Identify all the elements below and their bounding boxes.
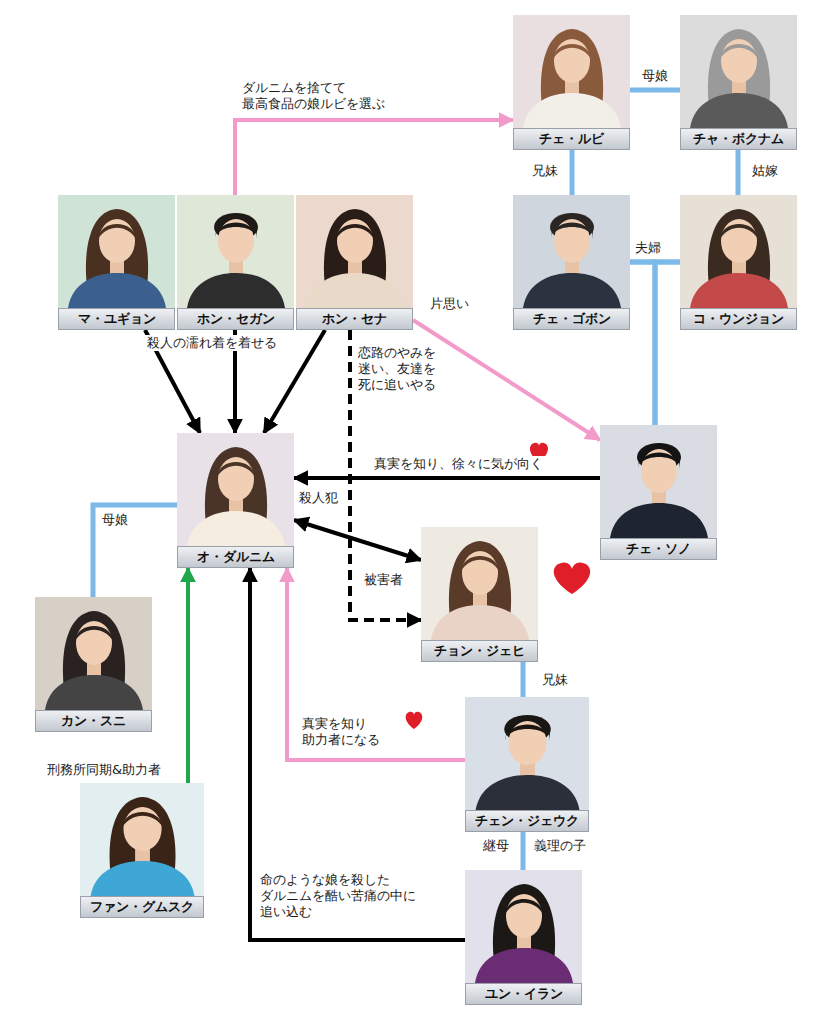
name-label: ホン・セナ xyxy=(296,308,413,330)
portrait-photo xyxy=(465,697,589,810)
person-card: チェ・ゴボン xyxy=(513,195,630,330)
role-label: 継母 xyxy=(481,838,511,854)
portrait-photo xyxy=(35,597,152,710)
person-card: コ・ウンジョン xyxy=(680,195,797,330)
name-label: チェ・ソノ xyxy=(600,538,717,560)
name-label: チェ・ゴボン xyxy=(513,308,630,330)
portrait-photo xyxy=(680,195,797,308)
relation-arrow xyxy=(630,262,655,425)
portrait-photo xyxy=(465,870,582,983)
name-label: ホン・セガン xyxy=(177,308,294,330)
relation-arrow xyxy=(93,505,177,597)
person-card: チェ・ルビ xyxy=(513,15,630,150)
role-label: 義理の子 xyxy=(532,838,588,854)
relation-label: 片思い xyxy=(428,296,471,312)
relation-label: 刑務所同期&助力者 xyxy=(45,762,163,778)
relation-arrow xyxy=(630,88,680,93)
name-label: オ・ダルニム xyxy=(177,546,294,568)
heart-symbol xyxy=(554,562,590,594)
role-label: 被害者 xyxy=(362,572,405,588)
name-label: ファン・グムスク xyxy=(80,896,204,918)
name-label: コ・ウンジョン xyxy=(680,308,797,330)
portrait-photo xyxy=(513,15,630,128)
relation-label: 兄妹 xyxy=(540,672,570,688)
name-label: カン・スニ xyxy=(35,710,152,732)
relation-label: 真実を知り 助力者になる xyxy=(300,716,396,748)
portrait-photo xyxy=(58,195,175,308)
person-card: チェン・ジェウク xyxy=(465,697,589,832)
person-card: カン・スニ xyxy=(35,597,152,732)
person-card: ホン・セナ xyxy=(296,195,413,330)
relation-label: ダルニムを捨てて 最高食品の娘ルビを選ぶ xyxy=(240,80,404,112)
relation-arrow xyxy=(570,150,575,195)
relation-arrow xyxy=(294,476,600,480)
name-label: チャ・ボクナム xyxy=(680,128,797,150)
relation-label: 姑嫁 xyxy=(750,163,780,179)
name-label: マ・ユギョン xyxy=(58,308,175,330)
relation-arrow xyxy=(736,150,741,195)
relation-arrow xyxy=(521,832,526,870)
person-card: マ・ユギョン xyxy=(58,195,175,330)
name-label: チェ・ルビ xyxy=(513,128,630,150)
portrait-photo xyxy=(600,425,717,538)
portrait-photo xyxy=(177,433,294,546)
relation-label: 夫婦 xyxy=(633,240,663,256)
relation-label: 兄妹 xyxy=(530,163,560,179)
name-label: ユン・イラン xyxy=(465,983,582,1005)
name-label: チェン・ジェウク xyxy=(465,810,589,832)
portrait-photo xyxy=(80,783,204,896)
relation-arrow xyxy=(655,262,680,425)
role-label: 殺人犯 xyxy=(297,490,340,506)
person-card: ユン・イラン xyxy=(465,870,582,1005)
person-card: チョン・ジェヒ xyxy=(421,527,538,662)
relation-arrow xyxy=(235,120,513,195)
name-label: チョン・ジェヒ xyxy=(421,640,538,662)
relation-arrow xyxy=(521,662,526,697)
relation-arrow xyxy=(294,520,421,560)
person-card: オ・ダルニム xyxy=(177,433,294,568)
portrait-photo xyxy=(421,527,538,640)
portrait-photo xyxy=(296,195,413,308)
person-card: ホン・セガン xyxy=(177,195,294,330)
relation-label: 母娘 xyxy=(640,68,670,84)
person-card: チャ・ボクナム xyxy=(680,15,797,150)
relation-label: 殺人の濡れ着を着せる xyxy=(145,335,279,351)
person-card: チェ・ソノ xyxy=(600,425,717,560)
portrait-photo xyxy=(513,195,630,308)
portrait-photo xyxy=(680,15,797,128)
relation-label: 真実を知り、徐々に気が向く xyxy=(372,456,545,472)
heart-symbol xyxy=(406,712,423,729)
relation-label: 母娘 xyxy=(100,512,130,528)
person-card: ファン・グムスク xyxy=(80,783,204,918)
relation-label: 命のような娘を殺した ダルニムを酷い苦痛の中に 追い込む xyxy=(258,872,430,920)
relation-label: 恋路のやみを 迷い、友達を 死に追いやる xyxy=(356,345,442,393)
portrait-photo xyxy=(177,195,294,308)
relation-arrow xyxy=(186,568,190,783)
